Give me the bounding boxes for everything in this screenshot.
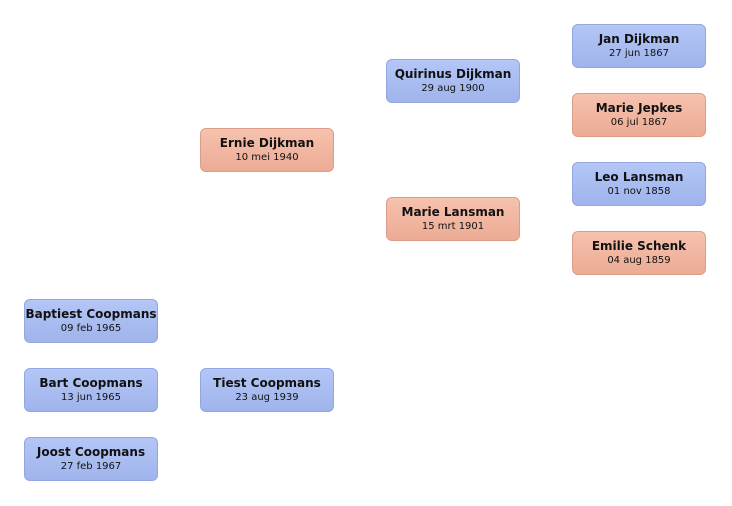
person-name: Joost Coopmans	[36, 445, 146, 459]
person-node-jan-dijkman[interactable]: Jan Dijkman 27 jun 1867	[572, 24, 706, 68]
person-date: 23 aug 1939	[235, 392, 299, 403]
person-name: Leo Lansman	[594, 170, 684, 184]
person-node-leo-lansman[interactable]: Leo Lansman 01 nov 1858	[572, 162, 706, 206]
person-node-baptiest-coopmans[interactable]: Baptiest Coopmans 09 feb 1965	[24, 299, 158, 343]
person-date: 13 jun 1965	[61, 392, 121, 403]
person-date: 09 feb 1965	[60, 323, 122, 334]
person-name: Quirinus Dijkman	[394, 67, 512, 81]
person-name: Ernie Dijkman	[219, 136, 315, 150]
person-name: Marie Lansman	[401, 205, 505, 219]
person-date: 06 jul 1867	[610, 117, 668, 128]
person-node-quirinus-dijkman[interactable]: Quirinus Dijkman 29 aug 1900	[386, 59, 520, 103]
person-name: Marie Jepkes	[595, 101, 683, 115]
person-node-marie-lansman[interactable]: Marie Lansman 15 mrt 1901	[386, 197, 520, 241]
person-node-ernie-dijkman[interactable]: Ernie Dijkman 10 mei 1940	[200, 128, 334, 172]
person-node-emilie-schenk[interactable]: Emilie Schenk 04 aug 1859	[572, 231, 706, 275]
person-name: Emilie Schenk	[591, 239, 687, 253]
person-name: Jan Dijkman	[598, 32, 680, 46]
person-node-tiest-coopmans[interactable]: Tiest Coopmans 23 aug 1939	[200, 368, 334, 412]
person-date: 10 mei 1940	[235, 152, 299, 163]
person-date: 27 feb 1967	[60, 461, 122, 472]
person-node-bart-coopmans[interactable]: Bart Coopmans 13 jun 1965	[24, 368, 158, 412]
person-node-joost-coopmans[interactable]: Joost Coopmans 27 feb 1967	[24, 437, 158, 481]
person-date: 01 nov 1858	[607, 186, 671, 197]
person-date: 27 jun 1867	[609, 48, 669, 59]
person-date: 29 aug 1900	[421, 83, 485, 94]
person-name: Baptiest Coopmans	[25, 307, 157, 321]
person-name: Bart Coopmans	[39, 376, 143, 390]
person-node-marie-jepkes[interactable]: Marie Jepkes 06 jul 1867	[572, 93, 706, 137]
person-date: 15 mrt 1901	[421, 221, 485, 232]
person-date: 04 aug 1859	[607, 255, 671, 266]
person-name: Tiest Coopmans	[213, 376, 321, 390]
